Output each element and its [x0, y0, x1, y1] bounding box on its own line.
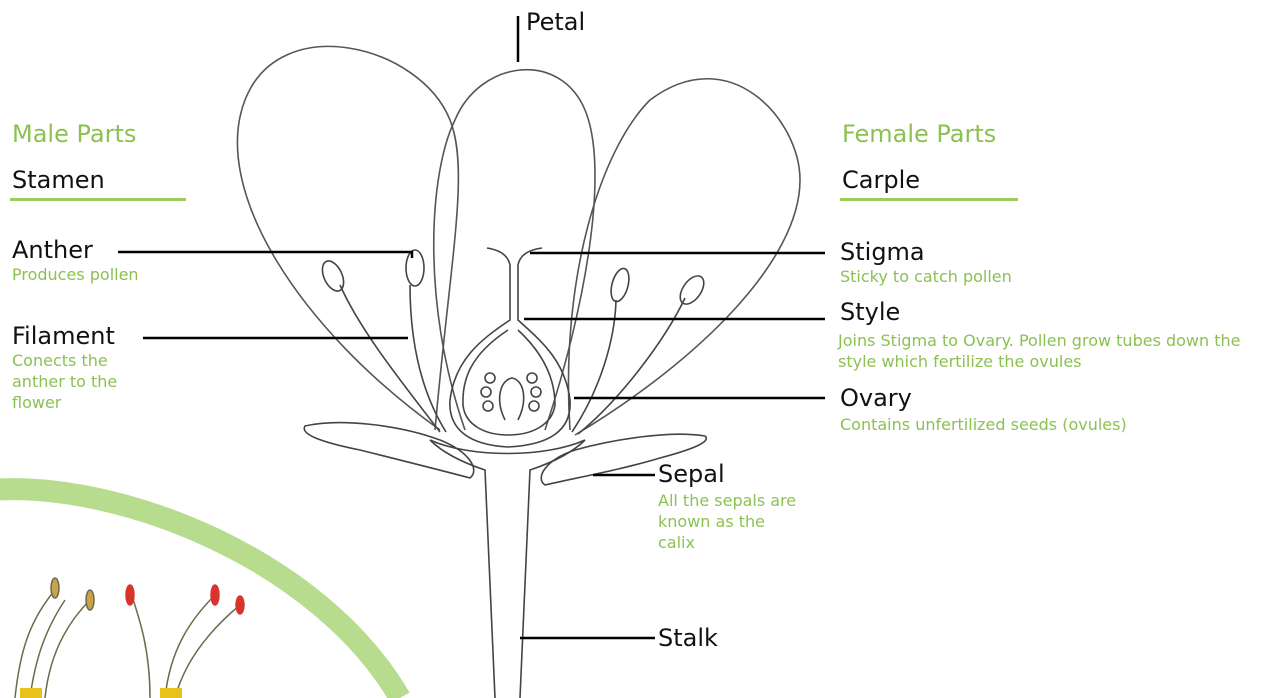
stamen-heading: Stamen: [12, 166, 105, 194]
stamen-underline: [10, 198, 186, 201]
stamen-illustration: [15, 578, 244, 698]
decorative-green-arc: [0, 489, 400, 698]
female-parts-heading: Female Parts: [842, 120, 996, 148]
stalk-label: Stalk: [658, 624, 718, 652]
sepal-label: Sepal: [658, 460, 725, 488]
stigma-desc: Sticky to catch pollen: [840, 266, 1012, 287]
style-desc: Joins Stigma to Ovary. Pollen grow tubes…: [838, 330, 1258, 372]
petal-label: Petal: [526, 8, 585, 36]
pistil: [450, 248, 570, 447]
stamens: [318, 250, 708, 434]
sepal-desc: All the sepals are known as the calix: [658, 490, 798, 553]
male-parts-heading: Male Parts: [12, 120, 136, 148]
anther-desc: Produces pollen: [12, 264, 139, 285]
carple-heading: Carple: [842, 166, 920, 194]
filament-label: Filament: [12, 322, 115, 350]
style-label: Style: [840, 298, 900, 326]
carple-underline: [840, 198, 1018, 201]
ovary-label: Ovary: [840, 384, 912, 412]
filament-desc: Conects the anther to the flower: [12, 350, 162, 413]
ovary-desc: Contains unfertilized seeds (ovules): [840, 414, 1127, 435]
anther-label: Anther: [12, 236, 93, 264]
stigma-label: Stigma: [840, 238, 925, 266]
petals: [237, 46, 800, 435]
